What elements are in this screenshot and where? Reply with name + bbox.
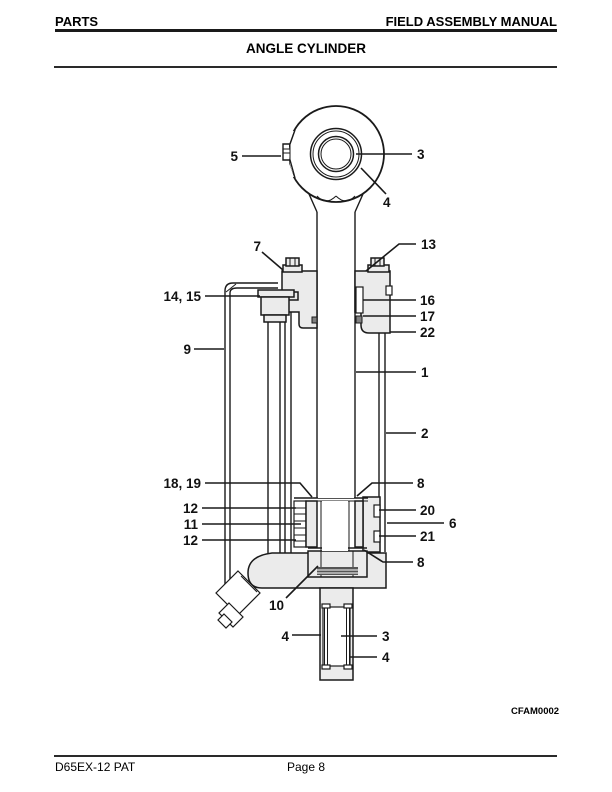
footer-model: D65EX-12 PAT (55, 760, 136, 774)
side-tube (267, 322, 281, 554)
header-section-label: PARTS (55, 14, 99, 29)
header-rule (55, 29, 557, 32)
elbow-fitting (257, 289, 299, 323)
callout-6: 6 (449, 516, 457, 531)
callout-4-bottom-right: 4 (382, 650, 390, 665)
callout-10: 10 (269, 598, 284, 613)
head-gland-left (281, 257, 318, 329)
head-gland-right (354, 257, 393, 334)
callout-7: 7 (253, 239, 261, 254)
rod-eye (276, 105, 385, 213)
port-fitting (215, 570, 261, 629)
piston-nut (307, 547, 368, 578)
callout-22: 22 (420, 325, 435, 340)
bottom-eye (319, 587, 354, 681)
callout-1: 1 (421, 365, 429, 380)
callout-labels: 5 3 4 7 13 14, 15 16 17 22 9 1 2 18, 19 … (163, 147, 457, 665)
callout-3-eye: 3 (417, 147, 425, 162)
callout-8-lower: 8 (417, 555, 425, 570)
callout-12-upper: 12 (183, 501, 198, 516)
callout-2: 2 (421, 426, 429, 441)
callout-21: 21 (420, 529, 436, 544)
header-manual-title: FIELD ASSEMBLY MANUAL (385, 14, 557, 29)
callout-20: 20 (420, 503, 435, 518)
drawing-code: CFAM0002 (511, 706, 560, 717)
callout-3-bottom: 3 (382, 629, 390, 644)
callout-12-lower: 12 (183, 533, 198, 548)
callout-13: 13 (421, 237, 437, 252)
eye-bore (317, 135, 355, 173)
callout-9: 9 (183, 342, 191, 357)
footer-rule (54, 755, 557, 757)
pipe (224, 282, 278, 590)
page-title: ANGLE CYLINDER (245, 41, 366, 56)
callout-4-bottom-left: 4 (281, 629, 289, 644)
callout-5: 5 (230, 149, 238, 164)
title-rule (54, 66, 557, 68)
leader-lines (194, 153, 444, 658)
callout-16: 16 (420, 293, 436, 308)
callout-4-eye: 4 (383, 195, 391, 210)
callout-14-15: 14, 15 (163, 289, 201, 304)
callout-8-upper: 8 (417, 476, 425, 491)
callout-17: 17 (420, 309, 435, 324)
piston-rod (316, 212, 356, 551)
footer-page-number: Page 8 (286, 760, 326, 774)
callout-18-19: 18, 19 (163, 476, 201, 491)
callout-11: 11 (184, 517, 199, 532)
